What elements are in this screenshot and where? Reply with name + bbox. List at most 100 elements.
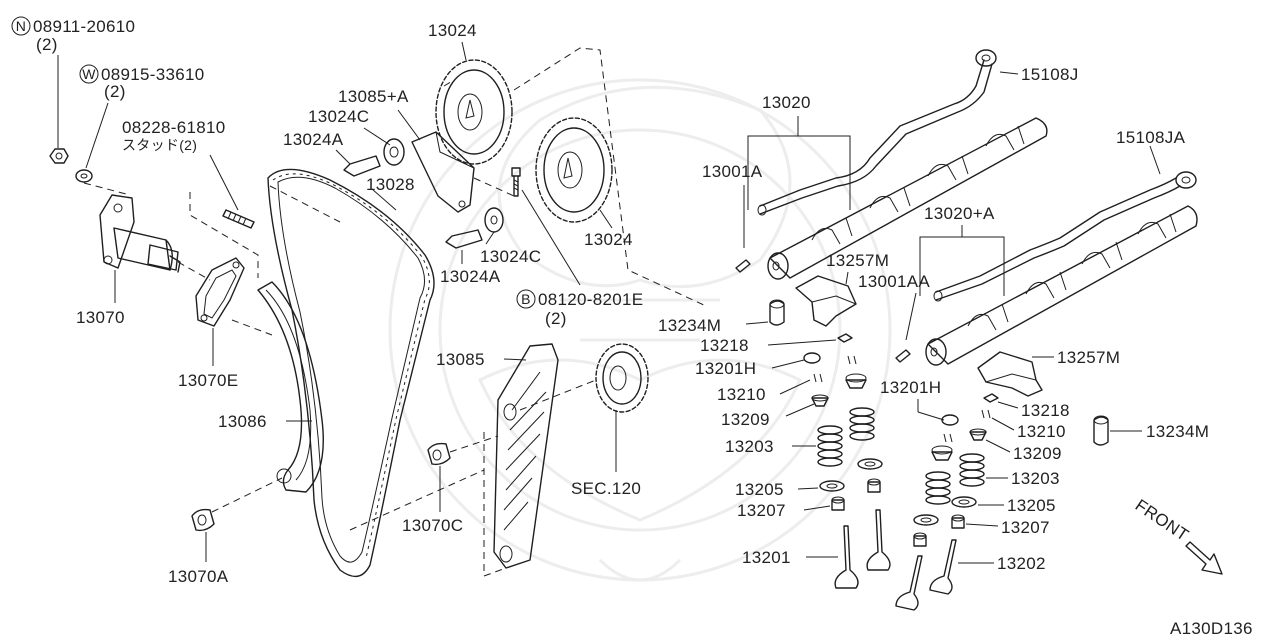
watermark-emblem [388, 78, 892, 582]
slack-guide-top [411, 131, 475, 213]
leader-guide-right [965, 523, 999, 527]
leader-retainer-left [771, 359, 805, 369]
label-bolt-b-part[interactable]: 08120-8201E [538, 290, 643, 309]
label-pin-int[interactable]: 13001AA [858, 272, 930, 291]
label-spring-right[interactable]: 13203 [1011, 469, 1060, 488]
sprocket-top [435, 59, 513, 165]
badge-b-text: B [521, 291, 531, 307]
label-bolt-a-bottom[interactable]: 13024A [440, 267, 501, 286]
label-timing-chain[interactable]: 13028 [366, 175, 415, 194]
label-washer-c-bottom[interactable]: 13024C [480, 247, 541, 266]
rocker-arm-right [977, 351, 1043, 397]
rocker-arm-left [795, 275, 857, 327]
label-guide-bolt-c[interactable]: 13070C [402, 516, 463, 535]
label-seat-left[interactable]: 13209 [721, 410, 770, 429]
label-valve-exhaust[interactable]: 13202 [997, 554, 1046, 573]
label-guide-left[interactable]: 13207 [737, 501, 786, 520]
valve-train-right: 13257M 13201H 13234M 13218 13210 13209 [880, 348, 1209, 611]
label-washer-part[interactable]: 08915-33610 [101, 65, 205, 84]
valve-exhaust [929, 539, 957, 595]
leader-bolt-b [521, 189, 581, 286]
label-spring-seat-right[interactable]: 13205 [1007, 496, 1056, 515]
crank-sprocket [595, 343, 649, 413]
bracket-camshaft-exh [747, 116, 851, 210]
label-seal-right[interactable]: 13210 [1017, 422, 1066, 441]
label-collet-right[interactable]: 13218 [1021, 401, 1070, 420]
collet-right [983, 393, 999, 403]
label-chain-guide[interactable]: 13086 [218, 412, 267, 431]
leader-lash-left [745, 321, 769, 325]
label-seat-right[interactable]: 13209 [1013, 444, 1062, 463]
spring-seat-right [951, 496, 977, 508]
chain-guide [257, 281, 324, 493]
label-seal-left[interactable]: 13210 [717, 385, 766, 404]
stud-icon [222, 209, 255, 229]
label-rocker-right[interactable]: 13257M [1057, 348, 1120, 367]
label-stud-part[interactable]: 08228-61810 [122, 118, 226, 137]
label-oil-tube-exh[interactable]: 15108J [1021, 65, 1079, 84]
leader-seat-right [985, 439, 1011, 453]
label-bolt-b-qty: (2) [545, 309, 567, 328]
seal-left [813, 373, 823, 383]
label-spring-left[interactable]: 13203 [725, 437, 774, 456]
front-indicator: FRONT [1132, 496, 1223, 575]
timing-chain [267, 168, 435, 578]
slack-guide-assembly: 13085 13070C SEC.120 [349, 343, 649, 577]
valve-train-left: 13257M 13234M 13218 13201H 13210 13209 1… [658, 251, 891, 589]
label-camshaft-int[interactable]: 13020+A [924, 204, 995, 223]
label-pin-exh[interactable]: 13001A [702, 162, 763, 181]
label-washer-c-top[interactable]: 13024C [308, 107, 369, 126]
arrow-down-right-icon [1185, 541, 1223, 575]
label-tensioner[interactable]: 13070 [76, 308, 125, 327]
label-valve-intake[interactable]: 13201 [742, 548, 791, 567]
leader-oil-tube-exh [999, 71, 1019, 75]
spring-left [817, 425, 843, 467]
label-sec-ref[interactable]: SEC.120 [571, 479, 641, 498]
label-camshaft-exh[interactable]: 13020 [762, 93, 811, 112]
leader-sprocket-right [599, 209, 613, 229]
guide-left [831, 499, 845, 511]
leader-seat-left [785, 403, 815, 417]
label-retainer-left[interactable]: 13201H [695, 359, 756, 378]
label-retainer-right[interactable]: 13201H [880, 378, 941, 397]
label-spring-seat-left[interactable]: 13205 [735, 480, 784, 499]
bracket-camshaft-int [919, 225, 1005, 296]
guide-bolt-a [191, 508, 215, 532]
leader-seal-right [991, 417, 1015, 431]
label-slack-guide-kit[interactable]: 13085+A [338, 87, 409, 106]
label-sprocket-right[interactable]: 13024 [584, 230, 633, 249]
label-lash-adjuster-left[interactable]: 13234M [658, 316, 721, 335]
label-stud-desc: スタッド(2) [122, 137, 197, 153]
spring-left-2 [849, 407, 875, 441]
label-lash-adjuster-right[interactable]: 13234M [1146, 422, 1209, 441]
label-slack-guide[interactable]: 13085 [436, 350, 485, 369]
label-collet-left[interactable]: 13218 [700, 336, 749, 355]
spring-right-2 [925, 471, 951, 505]
sprocket-assembly: 13024 13024 13085+A 13024C 13024A [283, 21, 707, 328]
label-nut-qty: (2) [36, 35, 58, 54]
label-oil-tube-int[interactable]: 15108JA [1116, 128, 1186, 147]
seat-right [969, 431, 987, 441]
label-nut-part[interactable]: 08911-20610 [33, 17, 135, 36]
leader-washer [85, 102, 109, 169]
leader-timing-chain [371, 188, 397, 211]
label-washer-qty: (2) [104, 82, 126, 101]
leader-rocker-left [845, 271, 849, 285]
leader-sprocket-top [461, 41, 467, 61]
label-tensioner-gasket[interactable]: 13070E [178, 371, 238, 390]
slack-guide [493, 343, 559, 569]
label-bolt-a-top[interactable]: 13024A [283, 130, 344, 149]
leader-collet-left [767, 339, 837, 346]
badge-n-icon [11, 16, 31, 36]
valve-intake [834, 525, 859, 589]
retainer-left [803, 352, 821, 364]
label-guide-right[interactable]: 13207 [1001, 518, 1050, 537]
badge-n-text: N [16, 18, 26, 34]
label-guide-bolt[interactable]: 13070A [168, 567, 229, 586]
retainer-right [941, 414, 959, 426]
label-sprocket-top[interactable]: 13024 [428, 21, 477, 40]
camshaft-exh [769, 117, 1048, 279]
label-rocker-left[interactable]: 13257M [826, 251, 889, 270]
